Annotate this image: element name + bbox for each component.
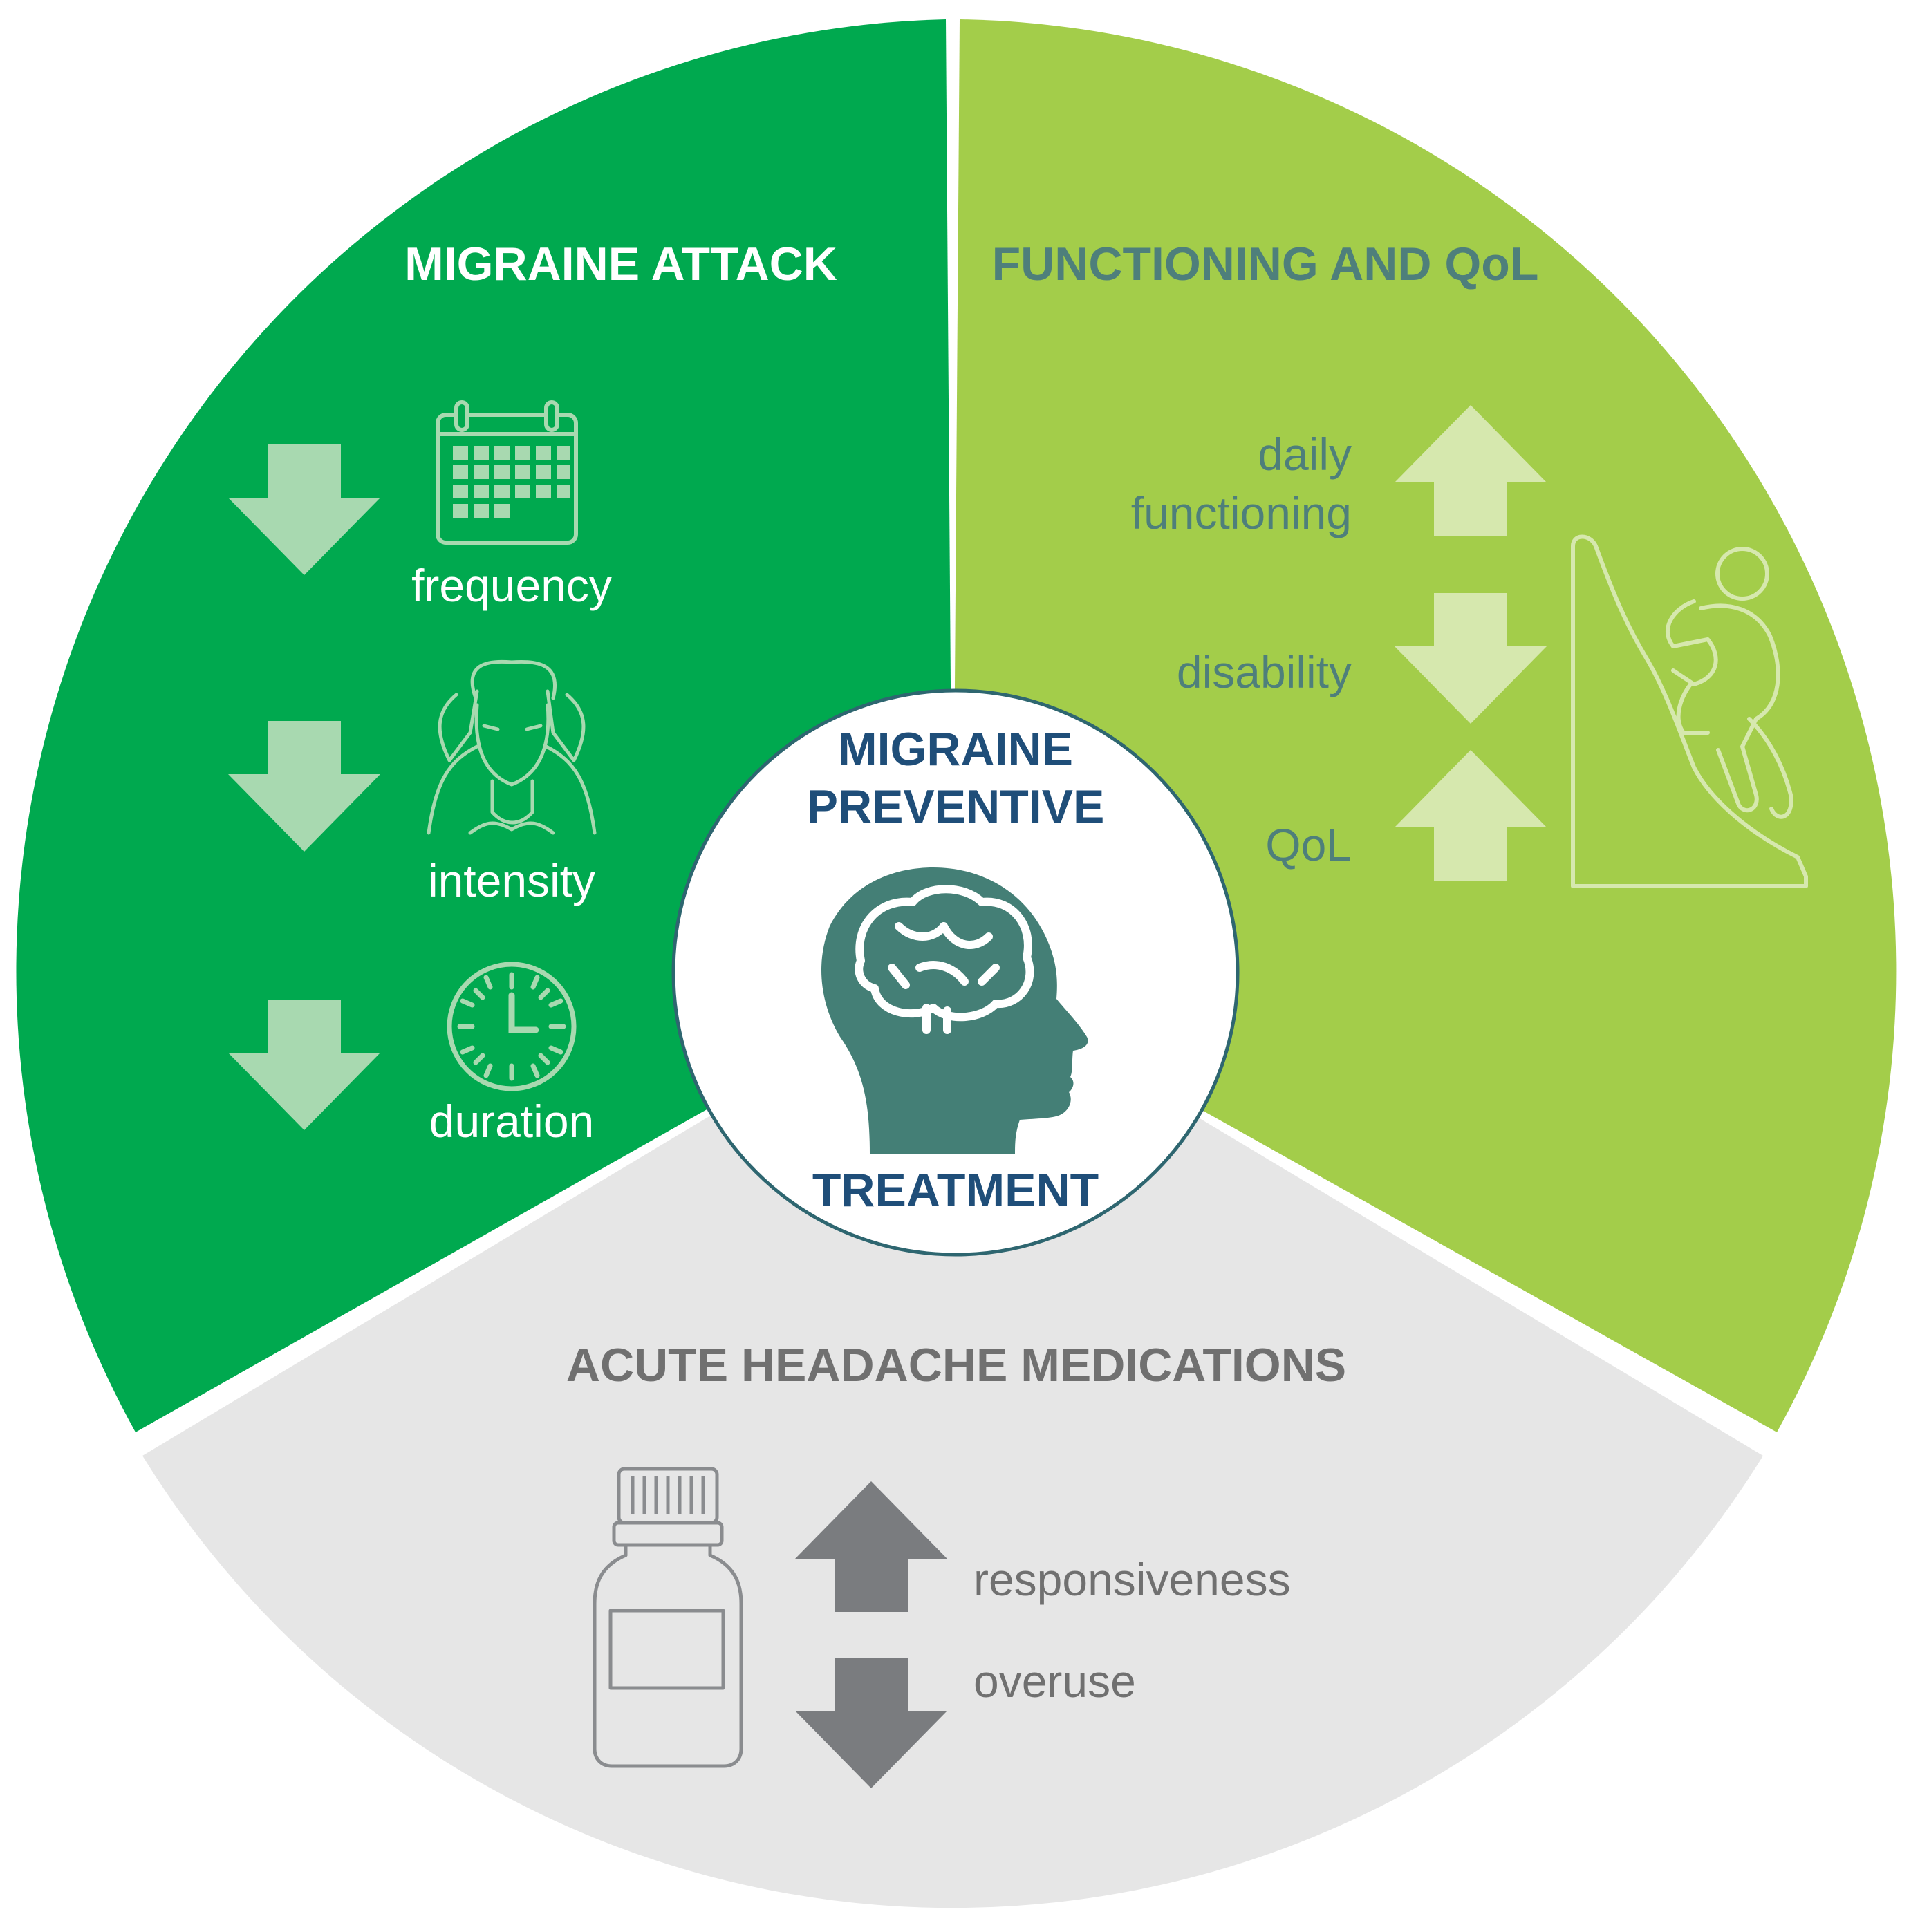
center-title-line2: PREVENTIVE xyxy=(807,780,1105,833)
center-title-line1: MIGRAINE xyxy=(838,723,1073,776)
functioning-items: daily functioning disability QoL xyxy=(1131,405,1808,888)
center-title-line3: TREATMENT xyxy=(812,1164,1099,1217)
overuse-label: overuse xyxy=(973,1656,1136,1707)
qol-label: QoL xyxy=(1265,819,1352,870)
intensity-label: intensity xyxy=(428,855,595,906)
acute-items: responsiveness overuse xyxy=(593,1467,1291,1788)
segment-acute-headache-medications xyxy=(142,970,1763,1908)
acute-medications-title: ACUTE HEADACHE MEDICATIONS xyxy=(566,1339,1346,1391)
headache-woman-icon xyxy=(427,659,597,835)
responsiveness-label: responsiveness xyxy=(973,1554,1291,1605)
migraine-attack-title: MIGRAINE ATTACK xyxy=(404,238,837,290)
pie-segments xyxy=(16,19,1897,1908)
attack-items: frequency intensity duration xyxy=(228,400,612,1147)
daily-functioning-label-line2: functioning xyxy=(1131,487,1352,538)
clock-icon xyxy=(447,962,577,1091)
center-circle: MIGRAINE PREVENTIVE TREATMENT xyxy=(671,688,1240,1257)
climber-icon xyxy=(1571,534,1808,888)
duration-label: duration xyxy=(429,1096,595,1147)
medicine-bottle-icon xyxy=(593,1467,743,1768)
disability-label: disability xyxy=(1177,646,1352,697)
head-brain-icon xyxy=(821,867,1088,1154)
calendar-icon xyxy=(436,400,578,545)
daily-functioning-label-line1: daily xyxy=(1258,429,1352,480)
functioning-qol-title: FUNCTIONING AND QoL xyxy=(992,238,1539,290)
frequency-label: frequency xyxy=(411,560,612,611)
